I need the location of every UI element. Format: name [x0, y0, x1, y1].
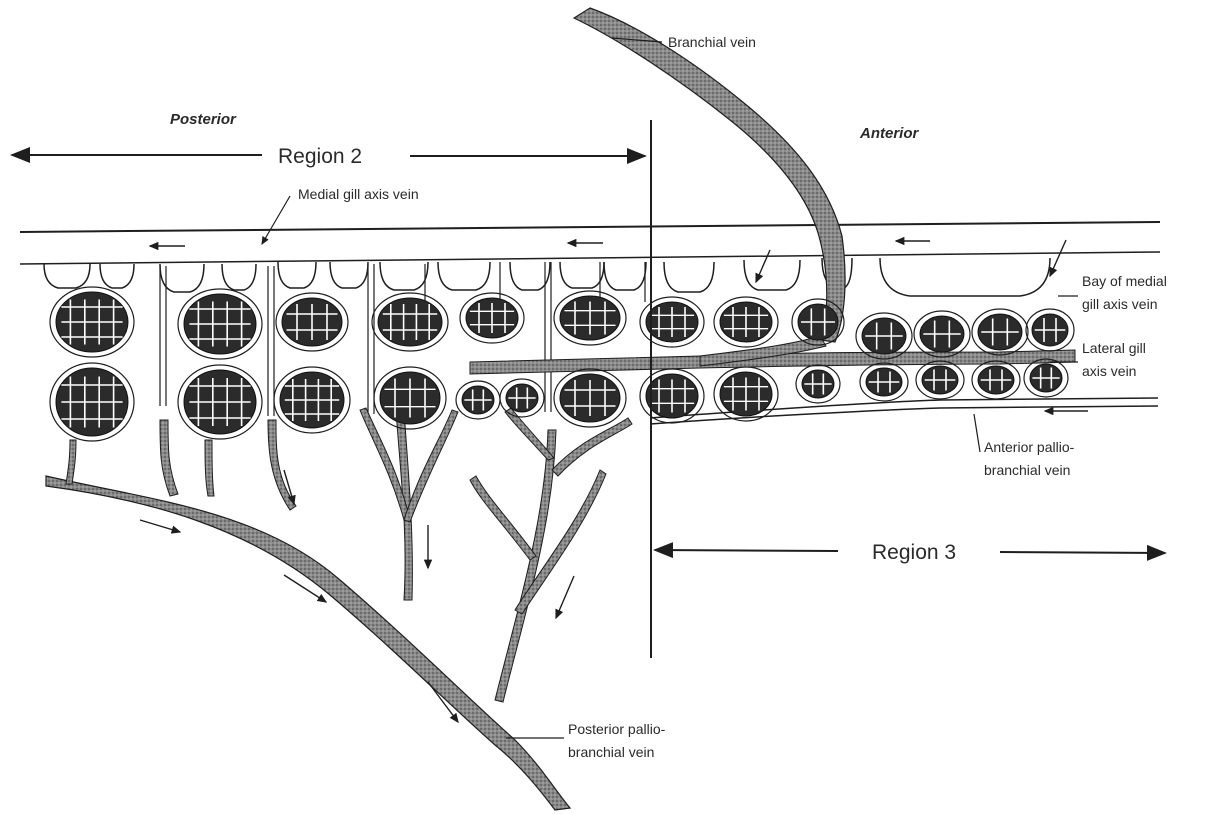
region-3-indicator: Region 3 — [655, 541, 1165, 564]
lamella — [860, 363, 908, 401]
ppb-label-line2: branchial vein — [568, 744, 654, 760]
bay-flow-arrows — [756, 240, 1066, 282]
region-3-label: Region 3 — [872, 541, 956, 564]
palliobranchial-tributaries — [66, 408, 632, 702]
lamella — [856, 313, 912, 359]
bay-medial-label-line1: Bay of medial — [1082, 273, 1167, 289]
lamella — [178, 289, 262, 359]
lamella — [50, 363, 134, 441]
lamella — [792, 299, 844, 345]
lamella — [796, 365, 840, 403]
lamella — [460, 293, 524, 343]
lamella — [1026, 309, 1074, 351]
lamella — [1024, 359, 1068, 397]
medial-gill-axis-vein-label: Medial gill axis vein — [298, 186, 419, 202]
lamella — [916, 361, 964, 399]
posterior-label: Posterior — [170, 111, 237, 128]
medial-axis-top-line — [20, 222, 1160, 232]
apb-label-line1: Anterior pallio- — [984, 439, 1075, 455]
lamella — [456, 381, 500, 419]
lamella — [640, 369, 704, 423]
lamella — [374, 367, 446, 429]
apb-label-line2: branchial vein — [984, 462, 1070, 478]
lamella — [276, 293, 348, 351]
lamella — [972, 309, 1028, 355]
region-3-arrow-right — [1000, 552, 1165, 553]
ppb-label-line1: Posterior pallio- — [568, 721, 666, 737]
region-2-label: Region 2 — [278, 145, 362, 168]
medial-axis-bays — [44, 258, 1050, 296]
lamella — [714, 367, 778, 421]
medial-flow-arrows — [150, 241, 930, 246]
lamella — [554, 369, 626, 427]
branchial-vein — [574, 8, 845, 342]
posterior-palliobranchial-vein — [46, 476, 570, 810]
region-2-indicator: Region 2 — [12, 145, 645, 168]
lamella — [972, 361, 1020, 399]
lamella — [640, 297, 704, 347]
bay-medial-label-line2: gill axis vein — [1082, 296, 1157, 312]
lateral-gill-label-line1: Lateral gill — [1082, 340, 1146, 356]
lamella — [274, 367, 350, 433]
lamella — [554, 291, 626, 345]
lamella — [714, 297, 778, 347]
anterior-label: Anterior — [859, 125, 920, 142]
lateral-gill-label-line2: axis vein — [1082, 363, 1136, 379]
branchial-vein-label: Branchial vein — [668, 34, 756, 50]
lamella — [50, 287, 134, 357]
medial-axis-inner-line — [20, 252, 1160, 264]
lamella — [500, 379, 544, 417]
region-3-arrow-left — [655, 550, 838, 551]
lamella — [372, 293, 448, 351]
lamella — [178, 365, 262, 439]
lamella — [914, 311, 970, 357]
